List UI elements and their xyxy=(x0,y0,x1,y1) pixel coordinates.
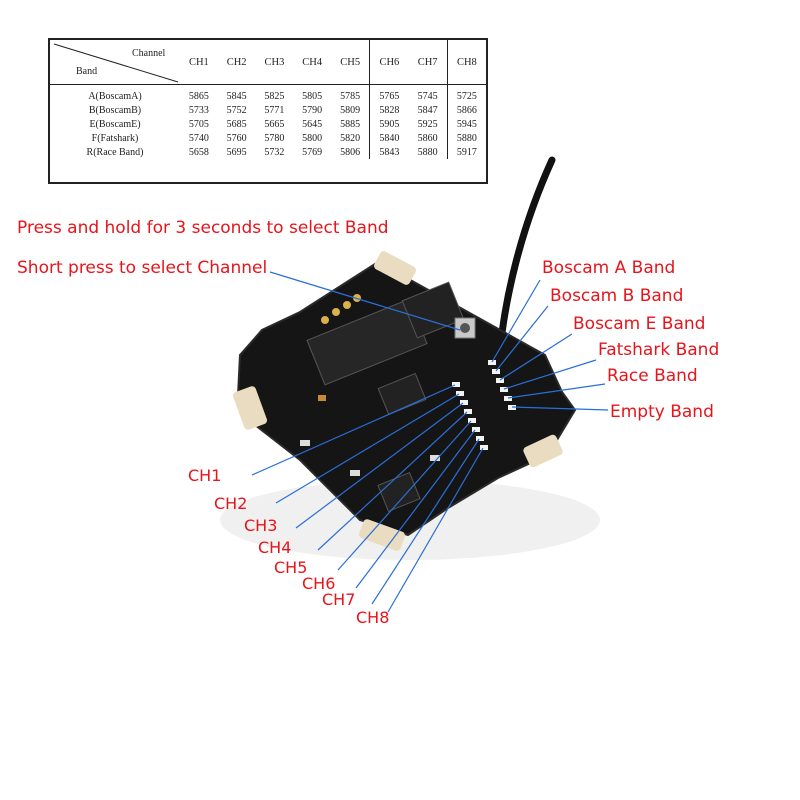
frequency-cell: 5885 xyxy=(340,118,361,130)
frequency-cell: 5732 xyxy=(264,146,285,158)
corner-diagonal xyxy=(53,43,179,83)
column-header: CH2 xyxy=(217,40,256,85)
table-row: F(Fatshark) 5740 5760 5780 5800 5820 5840 5860 5… xyxy=(50,131,486,145)
channel-label-ch5: CH5 xyxy=(274,558,308,577)
frequency-cell: 5733 xyxy=(188,104,209,116)
frequency-cell: 5765 xyxy=(369,84,409,103)
column-header: CH1 xyxy=(180,40,218,85)
corner-channel-label: Channel xyxy=(132,48,166,59)
frequency-cell: 5771 xyxy=(264,104,285,116)
frequency-cell: 5865 xyxy=(188,90,209,102)
empty-band-label: Empty Band xyxy=(610,402,714,422)
band-name-cell: A(BoscamA) xyxy=(88,90,142,102)
corner-band-label: Band xyxy=(76,66,98,77)
frequency-cell: 5917 xyxy=(446,145,486,159)
frequency-cell: 5658 xyxy=(188,146,209,158)
short-press-instruction: Short press to select Channel xyxy=(17,258,268,278)
frequency-cell: 5790 xyxy=(302,104,323,116)
frequency-cell: 5809 xyxy=(340,104,361,116)
frequency-cell: 5880 xyxy=(417,146,438,158)
smd-component xyxy=(318,395,326,401)
frequency-cell: 5828 xyxy=(369,103,409,117)
race-band-label: Race Band xyxy=(607,366,698,386)
frequency-cell: 5745 xyxy=(417,90,438,102)
frequency-cell: 5752 xyxy=(226,104,247,116)
channel-label-ch7: CH7 xyxy=(322,590,356,609)
table-row: B(BoscamB) 5733 5752 5771 5790 5809 5828 5847 58… xyxy=(50,103,486,117)
channel-label-ch3: CH3 xyxy=(244,516,278,535)
boscam-b-band-label: Boscam B Band xyxy=(550,286,684,306)
frequency-cell: 5825 xyxy=(264,90,285,102)
leader-lines xyxy=(251,271,609,613)
frequency-cell: 5780 xyxy=(264,132,285,144)
frequency-table: Channel Band CH1 CH2 CH3 CH4 CH5 CH6 CH7… xyxy=(48,38,488,184)
boscam-e-band-label: Boscam E Band xyxy=(573,314,706,334)
channel-label-ch1: CH1 xyxy=(188,466,222,485)
frequency-cell: 5800 xyxy=(302,132,323,144)
channel-led-column xyxy=(452,382,488,450)
frequency-cell: 5843 xyxy=(369,145,409,159)
long-press-instruction: Press and hold for 3 seconds to select B… xyxy=(17,218,389,238)
fatshark-band-label: Fatshark Band xyxy=(598,340,720,360)
mount-pad xyxy=(359,519,405,551)
channel-label-ch4: CH4 xyxy=(258,538,292,557)
frequency-cell: 5695 xyxy=(226,146,247,158)
mount-pad xyxy=(523,434,563,468)
frequency-table-grid: Channel Band CH1 CH2 CH3 CH4 CH5 CH6 CH7… xyxy=(50,40,486,159)
smd-component xyxy=(350,470,360,476)
mount-pad xyxy=(374,251,416,285)
band-name-cell: R(Race Band) xyxy=(86,146,144,158)
solder-pad xyxy=(321,316,329,324)
antenna-wire xyxy=(496,156,556,354)
mount-pad xyxy=(233,386,267,430)
table-corner-cell: Channel Band xyxy=(50,40,180,85)
frequency-cell: 5860 xyxy=(417,132,438,144)
frequency-cell: 5905 xyxy=(369,117,409,131)
frequency-cell: 5840 xyxy=(369,131,409,145)
smd-component xyxy=(430,455,440,461)
band-name-cell: E(BoscamE) xyxy=(89,118,141,130)
frequency-cell: 5785 xyxy=(340,90,361,102)
frequency-cell: 5740 xyxy=(188,132,209,144)
table-row: R(Race Band) 5658 5695 5732 5769 5806 5843 5880… xyxy=(50,145,486,159)
solder-pad xyxy=(332,308,340,316)
column-header: CH3 xyxy=(255,40,294,85)
secondary-chip xyxy=(377,372,427,416)
select-button-knob xyxy=(460,323,470,333)
column-header: CH5 xyxy=(331,40,370,85)
frequency-cell: 5665 xyxy=(264,118,285,130)
table-header-row: Channel Band CH1 CH2 CH3 CH4 CH5 CH6 CH7… xyxy=(50,40,486,85)
frequency-cell: 5685 xyxy=(226,118,247,130)
column-header: CH6 xyxy=(369,40,409,85)
frequency-cell: 5645 xyxy=(302,118,323,130)
column-header: CH7 xyxy=(408,40,448,85)
band-name-cell: B(BoscamB) xyxy=(88,104,142,116)
band-name-cell: F(Fatshark) xyxy=(91,132,139,144)
frequency-cell: 5805 xyxy=(302,90,323,102)
frequency-cell: 5945 xyxy=(446,117,486,131)
table-row: A(BoscamA) 5865 5845 5825 5805 5785 5765 5745 57… xyxy=(50,84,486,103)
frequency-cell: 5845 xyxy=(226,90,247,102)
table-row: E(BoscamE) 5705 5685 5665 5645 5885 5905 5925 59… xyxy=(50,117,486,131)
frequency-cell: 5866 xyxy=(446,103,486,117)
frequency-cell: 5820 xyxy=(340,132,361,144)
frequency-cell: 5806 xyxy=(340,146,361,158)
frequency-cell: 5880 xyxy=(446,131,486,145)
column-header: CH4 xyxy=(293,40,332,85)
channel-label-ch8: CH8 xyxy=(356,608,390,627)
column-header: CH8 xyxy=(446,40,486,85)
channel-label-ch2: CH2 xyxy=(214,494,248,513)
smd-component xyxy=(300,440,310,446)
secondary-chip xyxy=(401,281,465,339)
boscam-a-band-label: Boscam A Band xyxy=(542,258,676,278)
frequency-cell: 5769 xyxy=(302,146,323,158)
frequency-cell: 5925 xyxy=(417,118,438,130)
frequency-cell: 5705 xyxy=(188,118,209,130)
channel-label-ch6: CH6 xyxy=(302,574,336,593)
frequency-cell: 5725 xyxy=(446,84,486,103)
frequency-cell: 5847 xyxy=(417,104,438,116)
solder-pad xyxy=(343,301,351,309)
frequency-cell: 5760 xyxy=(226,132,247,144)
